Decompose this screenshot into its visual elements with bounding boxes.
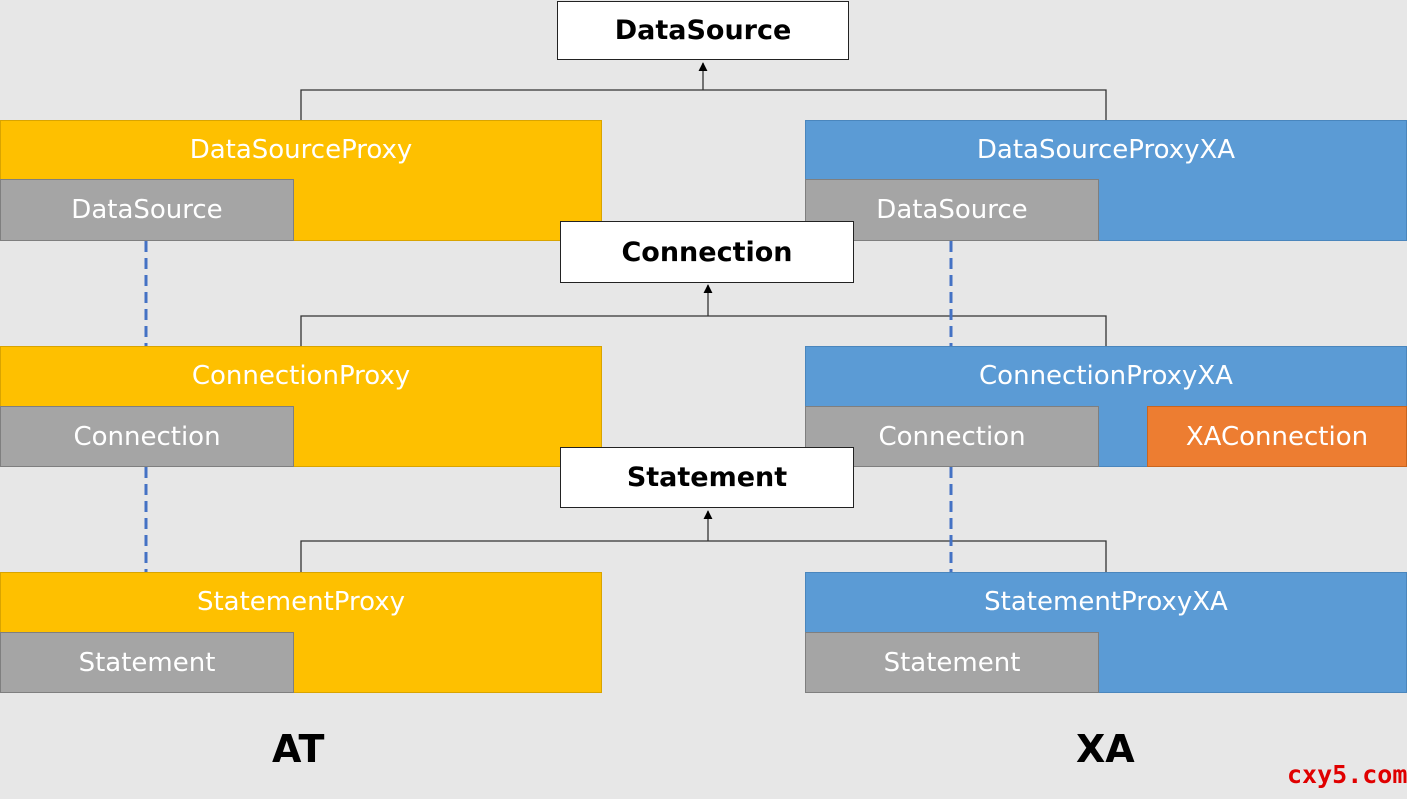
at-statement-proxy-inner: Statement	[0, 632, 294, 693]
at-datasource-proxy-title: DataSourceProxy	[189, 135, 413, 165]
xa-datasource-proxy-inner: DataSource	[805, 179, 1099, 241]
xa-statement-proxy-box: StatementProxyXA Statement	[805, 572, 1407, 693]
xa-connection-proxy-box: ConnectionProxyXA Connection XAConnectio…	[805, 346, 1407, 467]
at-statement-proxy-inner-label: Statement	[78, 647, 216, 678]
connection-implementation-connector	[300, 284, 1107, 346]
xa-connection-box: XAConnection	[1147, 406, 1407, 467]
at-connection-proxy-box: ConnectionProxy Connection	[0, 346, 602, 467]
statement-interface-box: Statement	[560, 447, 854, 508]
connection-interface-box: Connection	[560, 221, 854, 283]
at-datasource-proxy-inner: DataSource	[0, 179, 294, 241]
at-datasource-proxy-box: DataSourceProxy DataSource	[0, 120, 602, 241]
datasource-implementation-connector	[300, 62, 1107, 120]
connection-interface-label: Connection	[621, 236, 793, 268]
xa-datasource-proxy-title: DataSourceProxyXA	[976, 135, 1236, 165]
xa-connection-proxy-inner-label: Connection	[878, 421, 1026, 452]
xa-statement-proxy-inner-label: Statement	[883, 647, 1021, 678]
xa-datasource-proxy-inner-label: DataSource	[876, 195, 1028, 225]
at-mode-label: AT	[272, 727, 325, 771]
datasource-interface-box: DataSource	[557, 1, 849, 60]
statement-implementation-connector	[300, 510, 1107, 572]
datasource-interface-label: DataSource	[614, 15, 792, 46]
at-statement-proxy-title: StatementProxy	[196, 587, 406, 617]
xa-datasource-proxy-box: DataSourceProxyXA DataSource	[805, 120, 1407, 241]
xa-statement-proxy-title: StatementProxyXA	[984, 587, 1228, 617]
statement-interface-label: Statement	[626, 462, 788, 493]
xa-statement-proxy-inner: Statement	[805, 632, 1099, 693]
xa-connection-proxy-title: ConnectionProxyXA	[979, 361, 1233, 391]
at-connection-proxy-inner-label: Connection	[73, 421, 221, 452]
at-datasource-proxy-inner-label: DataSource	[71, 195, 223, 225]
at-statement-proxy-box: StatementProxy Statement	[0, 572, 602, 693]
xa-connection-proxy-inner: Connection	[805, 406, 1099, 467]
xa-connection-label: XAConnection	[1185, 421, 1369, 452]
watermark: cxy5.com	[1287, 760, 1407, 789]
at-connection-proxy-title: ConnectionProxy	[191, 361, 411, 391]
at-connection-proxy-inner: Connection	[0, 406, 294, 467]
xa-mode-label: XA	[1076, 727, 1135, 771]
